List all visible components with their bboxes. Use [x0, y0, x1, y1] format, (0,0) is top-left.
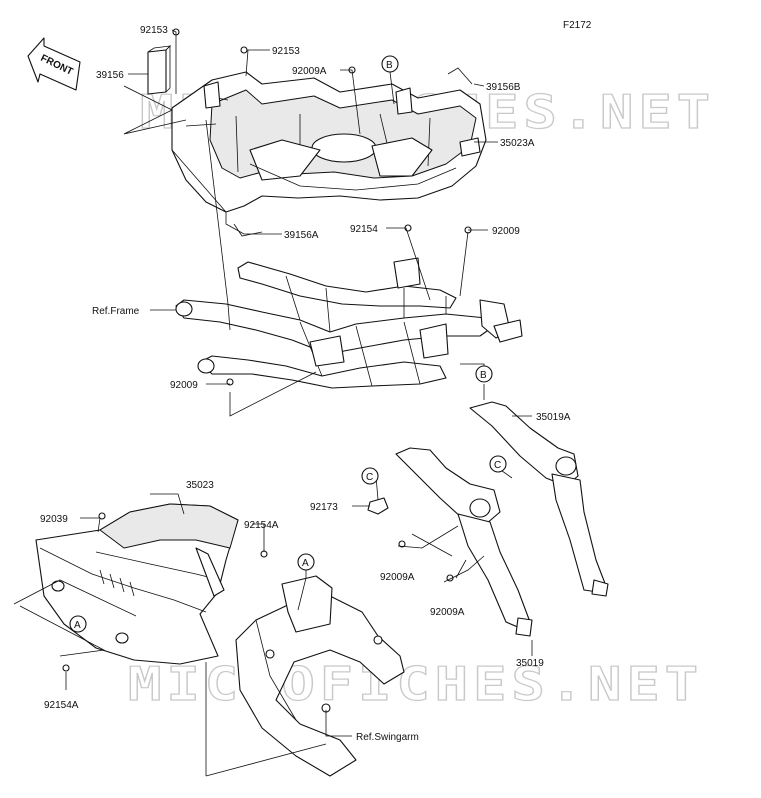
- label-92009A-top: 92009A: [292, 66, 327, 77]
- label-39156: 39156: [96, 70, 124, 81]
- label-92009-top: 92009: [492, 226, 520, 237]
- part-39156-pad: [147, 45, 172, 95]
- part-39156A-wire: [233, 223, 263, 237]
- part-92173-clip: [367, 497, 389, 515]
- part-35023-fender: [35, 503, 239, 665]
- marker-B-frame: B: [480, 370, 487, 381]
- label-92173: 92173: [310, 502, 338, 513]
- label-ref-swingarm: Ref.Swingarm: [356, 732, 419, 743]
- reference-markers: B B C C A A: [69, 55, 507, 633]
- swingarm: [235, 575, 405, 777]
- rear-frame: [175, 257, 523, 389]
- part-35023A-tray: [171, 71, 487, 213]
- label-ref-frame: Ref.Frame: [92, 306, 140, 317]
- label-35019: 35019: [516, 658, 544, 669]
- label-92039: 92039: [40, 514, 68, 525]
- label-92154: 92154: [350, 224, 378, 235]
- bolt-92154A-bottom: [62, 664, 70, 672]
- label-92009A-mid: 92009A: [380, 572, 415, 583]
- label-39156B: 39156B: [486, 82, 521, 93]
- part-labels: 92153 92153 39156 92009A 39156B 35023A 3…: [40, 25, 571, 743]
- label-92153-b: 92153: [272, 46, 300, 57]
- leader-lines: [13, 29, 533, 777]
- part-35019A-bracket: [469, 401, 609, 597]
- marker-C-clip: C: [366, 472, 373, 483]
- label-92153-top: 92153: [140, 25, 168, 36]
- label-92154A-right: 92154A: [244, 520, 279, 531]
- marker-B-top: B: [386, 60, 393, 71]
- watermark-bottom: MICROFICHES.NET: [128, 657, 703, 711]
- label-35023A: 35023A: [500, 138, 535, 149]
- marker-A-swingarm: A: [302, 558, 309, 569]
- label-35023: 35023: [186, 480, 214, 491]
- bolt-92009-left: [226, 378, 234, 386]
- bolt-92009A-mid: [398, 540, 406, 548]
- label-39156A: 39156A: [284, 230, 319, 241]
- front-arrow-icon: FRONT: [27, 37, 81, 91]
- label-92009-left: 92009: [170, 380, 198, 391]
- marker-C-bracket: C: [494, 460, 501, 471]
- part-35019-bracket: [395, 447, 533, 637]
- bolt-92039: [98, 512, 106, 520]
- label-35019A: 35019A: [536, 412, 571, 423]
- marker-A-fender: A: [74, 620, 81, 631]
- part-39156B-wire: [447, 67, 473, 85]
- bolt-92153-b: [240, 46, 248, 54]
- label-92154A-bottom: 92154A: [44, 700, 79, 711]
- diagram-id: F2172: [563, 20, 592, 31]
- label-92009A-low: 92009A: [430, 607, 465, 618]
